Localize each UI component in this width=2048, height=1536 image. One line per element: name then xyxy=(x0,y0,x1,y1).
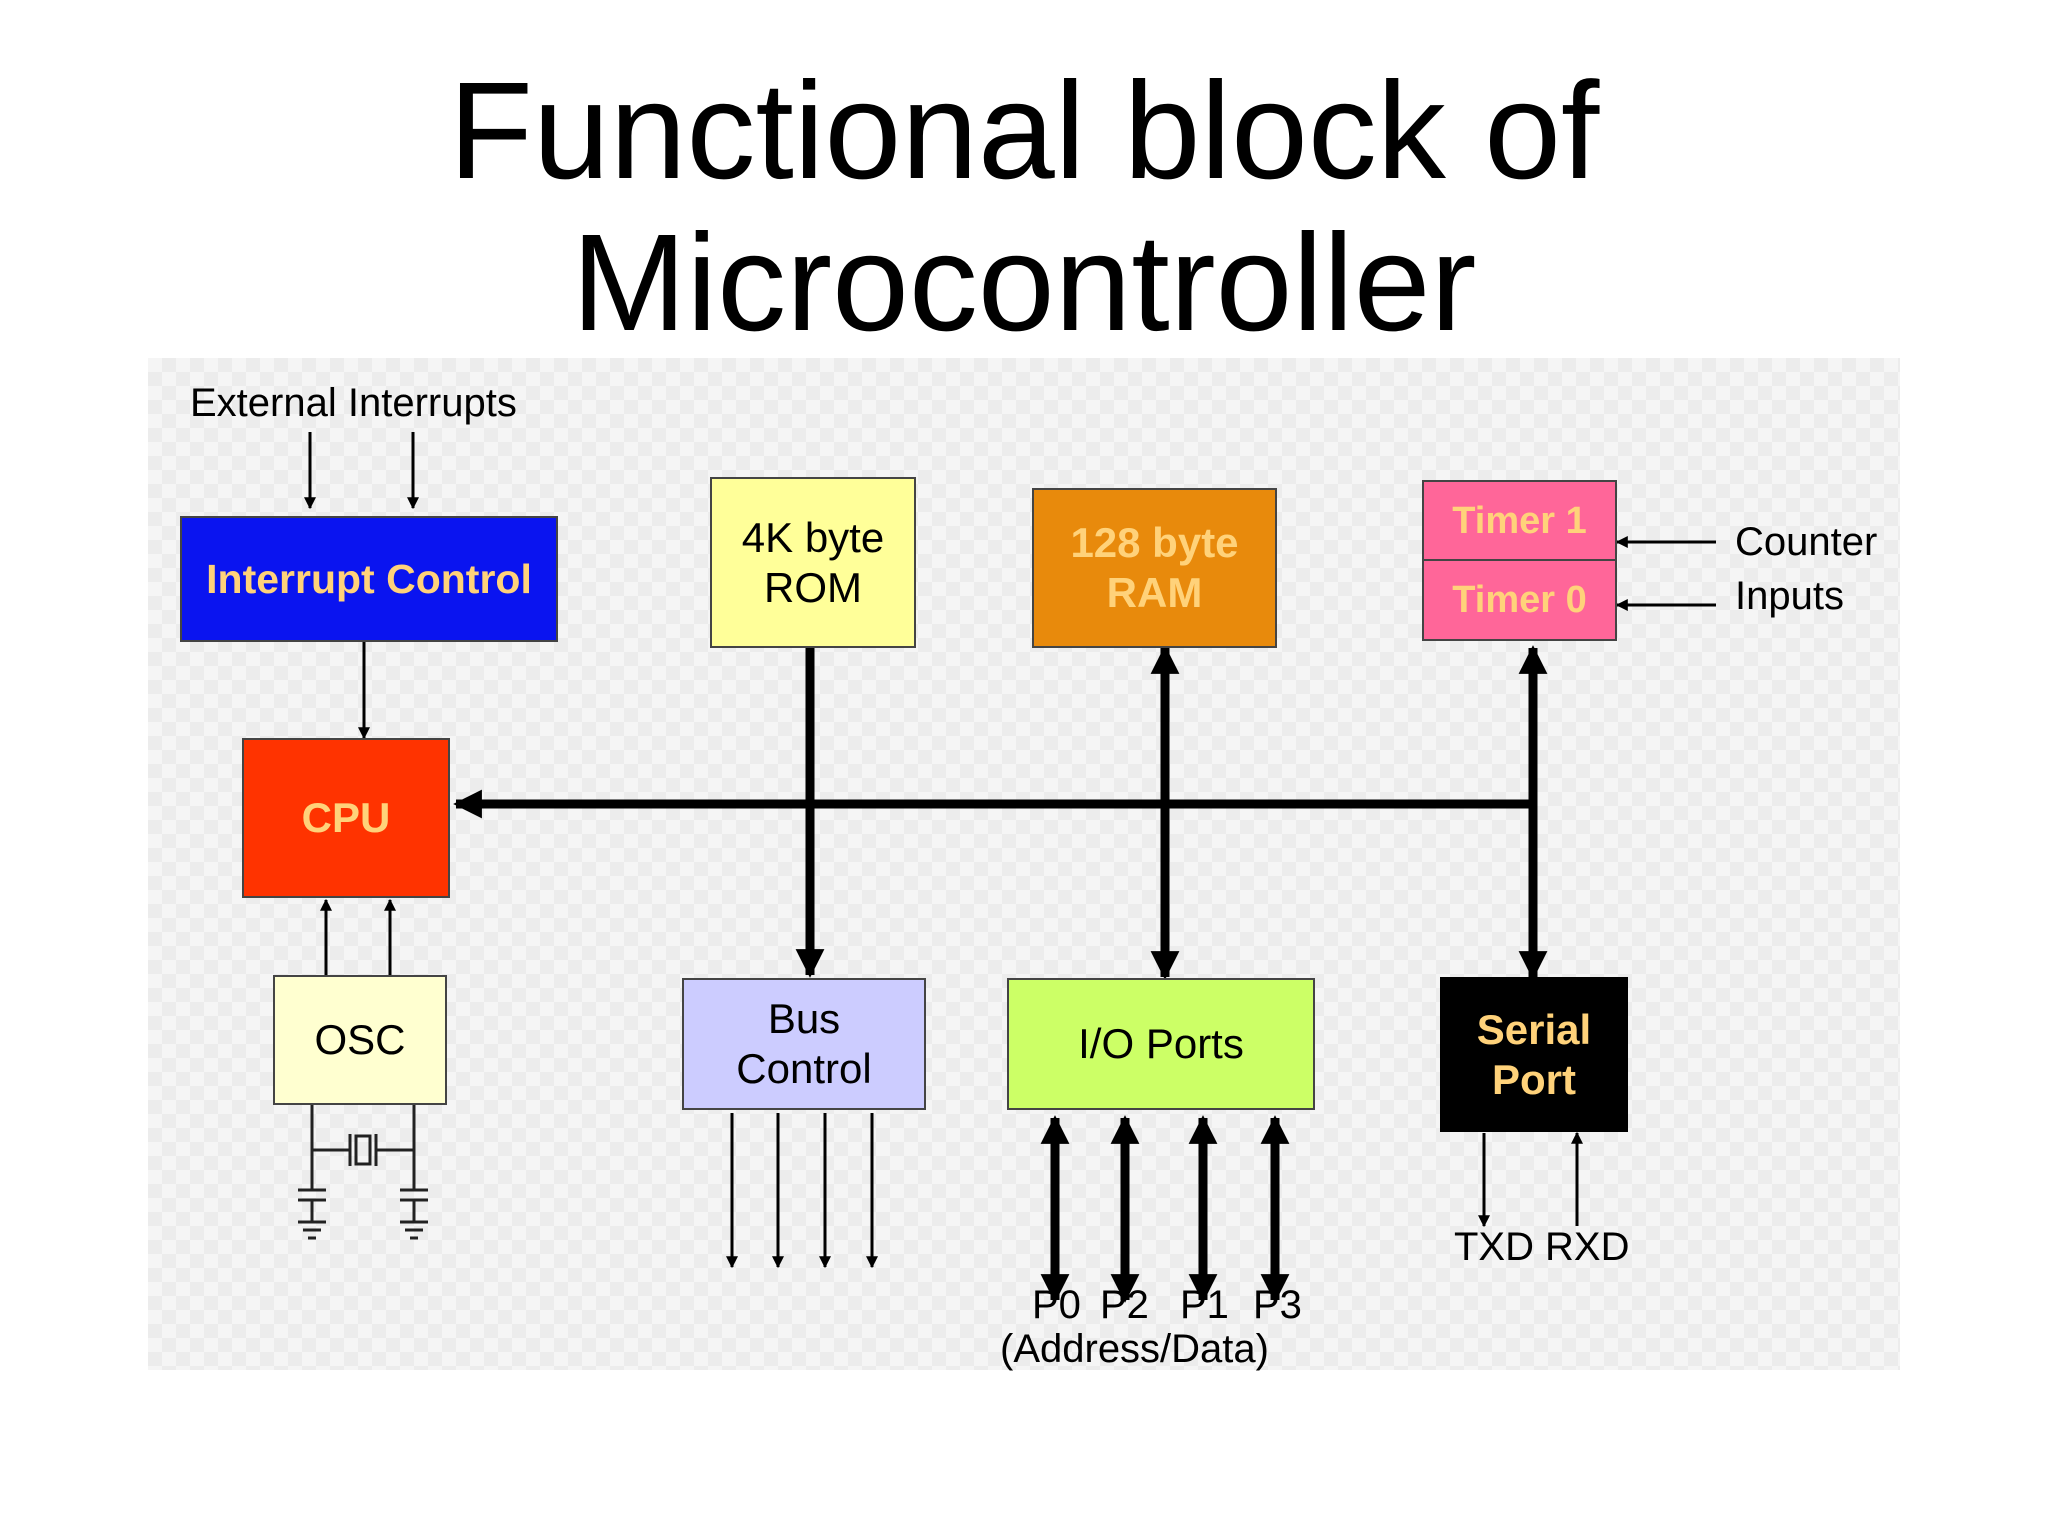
osc-block: OSC xyxy=(273,975,447,1105)
bus-control-line-2: Control xyxy=(736,1045,872,1092)
internal-bus xyxy=(453,645,1548,1303)
ram-block: 128 byte RAM xyxy=(1032,488,1277,648)
rom-label: 4K byte ROM xyxy=(742,513,884,613)
port-p2-label: P2 xyxy=(1100,1283,1149,1327)
rxd-label: RXD xyxy=(1545,1225,1630,1269)
external-interrupts-label: External Interrupts xyxy=(190,381,517,425)
serial-port-label: Serial Port xyxy=(1477,1005,1591,1105)
port-p1-label: P1 xyxy=(1180,1283,1229,1327)
ram-label-line-1: 128 byte xyxy=(1070,519,1239,566)
address-data-label: (Address/Data) xyxy=(1000,1327,1269,1371)
rom-label-line-1: 4K byte xyxy=(741,513,885,561)
osc-label: OSC xyxy=(314,1016,406,1063)
serial-port-block: Serial Port xyxy=(1440,977,1628,1132)
counter-inputs-line-2: Inputs xyxy=(1735,574,1844,618)
timer-1-block: Timer 1 xyxy=(1422,480,1617,561)
slide-title: Functional block of Microcontroller xyxy=(0,55,2048,359)
txd-label: TXD xyxy=(1454,1225,1534,1269)
cpu-block: CPU xyxy=(242,738,450,898)
io-ports-block: I/O Ports xyxy=(1007,978,1315,1110)
interrupt-control-block: Interrupt Control xyxy=(180,516,558,642)
interrupt-control-label: Interrupt Control xyxy=(206,556,532,602)
ram-label-line-2: RAM xyxy=(1106,569,1203,616)
cpu-label: CPU xyxy=(301,794,391,841)
crystal-oscillator-circuit xyxy=(298,1105,428,1240)
title-line-1: Functional block of xyxy=(448,54,1600,208)
port-p0-label: P0 xyxy=(1032,1283,1081,1327)
bus-control-label: Bus Control xyxy=(736,994,871,1094)
rom-block: 4K byte ROM xyxy=(710,477,916,648)
timer-0-label: Timer 0 xyxy=(1452,579,1587,621)
bus-control-line-1: Bus xyxy=(767,995,841,1042)
serial-port-line-1: Serial xyxy=(1476,1005,1592,1053)
counter-inputs-line-1: Counter xyxy=(1735,520,1878,564)
external-interrupt-arrows xyxy=(304,432,419,740)
bus-control-block: Bus Control xyxy=(682,978,926,1110)
ram-label: 128 byte RAM xyxy=(1070,518,1238,618)
title-line-2: Microcontroller xyxy=(571,206,1477,360)
timer-0-block: Timer 0 xyxy=(1422,559,1617,641)
timer-1-label: Timer 1 xyxy=(1452,499,1587,542)
rom-label-line-2: ROM xyxy=(764,563,862,611)
port-p3-label: P3 xyxy=(1253,1283,1302,1327)
serial-port-line-2: Port xyxy=(1491,1055,1576,1103)
counter-inputs-label: Counter Inputs xyxy=(1735,515,1877,623)
io-ports-label: I/O Ports xyxy=(1078,1020,1244,1067)
thin-arrows xyxy=(320,536,1716,1269)
